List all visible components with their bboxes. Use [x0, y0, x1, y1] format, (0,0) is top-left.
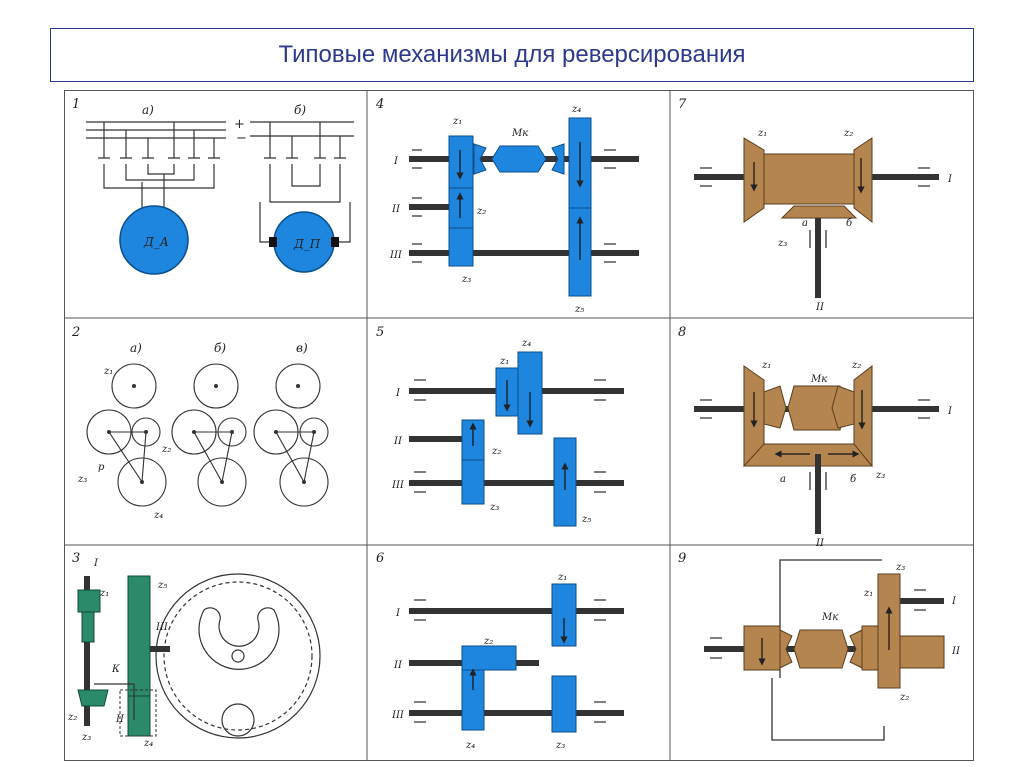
- cell-2-z3: z₃: [77, 474, 87, 485]
- cell-4-shaft-II: II: [391, 204, 401, 215]
- cell-4-z3: z₃: [461, 274, 471, 285]
- cell-7-a: а: [802, 218, 808, 229]
- cell-7-bevel-gear: 7 z₁ z₂ z₃ а б I II: [678, 97, 953, 313]
- mechanisms-svg: 1 а) б) + − Д_А Д_П 4: [64, 90, 974, 761]
- cell-4-z5: z₅: [574, 304, 584, 315]
- cell-3-shaft-II: II: [115, 714, 125, 725]
- cell-4-number: 4: [375, 97, 384, 112]
- cell-2-p: р: [98, 462, 105, 473]
- cell-6-z3: z₃: [555, 740, 565, 751]
- cell-2-sub-c: в): [296, 341, 308, 355]
- cell-9-number: 9: [678, 551, 686, 566]
- cell-5-z5: z₅: [581, 514, 591, 525]
- cell-2-sub-b: б): [214, 341, 226, 355]
- cell-5-shaft-III: III: [391, 480, 405, 491]
- cell-7-z2: z₂: [843, 128, 853, 139]
- cell-8-shaft-II: II: [815, 538, 825, 549]
- cell-1-number: 1: [72, 97, 80, 112]
- cell-6-z4: z₄: [465, 740, 475, 751]
- mechanisms-figure: 1 а) б) + − Д_А Д_П 4: [64, 90, 974, 762]
- motor-b-label: Д_П: [293, 237, 321, 251]
- cell-3-cam-mechanism: 3 I z₁ z₂ z₃ z₄ z₅ II III К: [67, 551, 321, 749]
- cell-5-shaft-II: II: [393, 436, 403, 447]
- cell-5-z1: z₁: [499, 356, 509, 367]
- cell-5-shaft-I: I: [395, 388, 401, 399]
- cell-1-plus: +: [234, 117, 245, 132]
- cell-6-number: 6: [376, 551, 384, 566]
- cell-8-bevel-clutch: 8 z₁ z₂ z₃ Mк а б I II: [678, 325, 953, 549]
- page-title: Типовые механизмы для реверсирования: [278, 41, 746, 68]
- cell-2-z1: z₁: [103, 366, 113, 377]
- cell-4-shaft-III: III: [389, 250, 403, 261]
- cell-9-mk: Mк: [821, 612, 838, 623]
- cell-7-z1: z₁: [757, 128, 767, 139]
- cell-3-z5: z₅: [157, 580, 167, 591]
- cell-9-z3: z₃: [895, 562, 905, 573]
- cell-6-shaft-I: I: [395, 608, 401, 619]
- cell-5-z2: z₂: [491, 446, 501, 457]
- cell-6-shaft-II: II: [393, 660, 403, 671]
- cell-8-shaft-I: I: [947, 406, 953, 417]
- cell-2-number: 2: [71, 325, 80, 340]
- cell-7-z3: z₃: [777, 238, 787, 249]
- cell-4-z1: z₁: [452, 116, 462, 127]
- cell-1-sub-b: б): [294, 103, 306, 117]
- title-box: Типовые механизмы для реверсирования: [50, 28, 974, 82]
- cell-2-tumbler-gears: 2 а) б) в) z₁ z₂ z₃ z₄ р: [71, 325, 329, 521]
- cell-7-b: б: [846, 218, 853, 229]
- cell-5-gear-train: 5 z₁ z₂ z₃ z₄ z₅ I II III: [376, 325, 624, 527]
- cell-8-z3: z₃: [875, 470, 885, 481]
- cell-3-shaft-I: I: [93, 558, 99, 569]
- cell-1-electric-reversing: 1 а) б) + − Д_А Д_П: [72, 97, 354, 275]
- cell-2-z2: z₂: [161, 444, 171, 455]
- cell-9-clutch-train: 9 z₁ z₂ z₃ Mк I II: [678, 551, 961, 741]
- cell-5-z4: z₄: [521, 338, 531, 349]
- cell-3-shaft-III: III: [155, 622, 169, 633]
- cell-4-z2: z₂: [476, 206, 486, 217]
- cell-8-z2: z₂: [851, 360, 861, 371]
- cell-5-number: 5: [376, 325, 384, 340]
- grid: [64, 90, 974, 761]
- cell-7-shaft-I: I: [947, 174, 953, 185]
- cell-7-number: 7: [678, 97, 687, 112]
- cell-2-z4: z₄: [153, 510, 163, 521]
- cell-4-mk: Mк: [511, 128, 528, 139]
- cell-8-mk: Mк: [810, 374, 827, 385]
- cell-9-z1: z₁: [863, 588, 873, 599]
- cell-9-shaft-II: II: [951, 646, 961, 657]
- cell-3-z2: z₂: [67, 712, 77, 723]
- cell-5-z3: z₃: [489, 502, 499, 513]
- cell-6-shaft-III: III: [391, 710, 405, 721]
- cell-8-number: 8: [678, 325, 686, 340]
- cell-1-sub-a: а): [142, 103, 154, 117]
- cell-4-shaft-I: I: [393, 156, 399, 167]
- cell-8-a: а: [780, 474, 786, 485]
- motor-a-label: Д_А: [143, 235, 169, 249]
- cell-3-z3: z₃: [81, 732, 91, 743]
- cell-9-z2: z₂: [899, 692, 909, 703]
- motor-a: [119, 205, 189, 275]
- cell-3-z1: z₁: [99, 588, 109, 599]
- cell-7-shaft-II: II: [815, 302, 825, 313]
- cell-4-gear-train: 4 z₁ z₂ z₃ z₄ z₅ Mк I II III: [375, 97, 639, 315]
- cell-3-K: К: [111, 664, 120, 675]
- cell-8-z1: z₁: [761, 360, 771, 371]
- cell-6-z1: z₁: [557, 572, 567, 583]
- cell-3-number: 3: [72, 551, 80, 566]
- cell-2-sub-a: а): [130, 341, 142, 355]
- cell-6-z2: z₂: [483, 636, 493, 647]
- cell-6-gear-train: 6 z₁ z₂ z₃ z₄ I II III: [376, 551, 624, 751]
- cell-9-shaft-I: I: [951, 596, 957, 607]
- cell-3-z4: z₄: [143, 738, 153, 749]
- cell-1-minus: −: [236, 131, 247, 146]
- cell-8-b: б: [850, 474, 857, 485]
- cell-4-z4: z₄: [571, 104, 581, 115]
